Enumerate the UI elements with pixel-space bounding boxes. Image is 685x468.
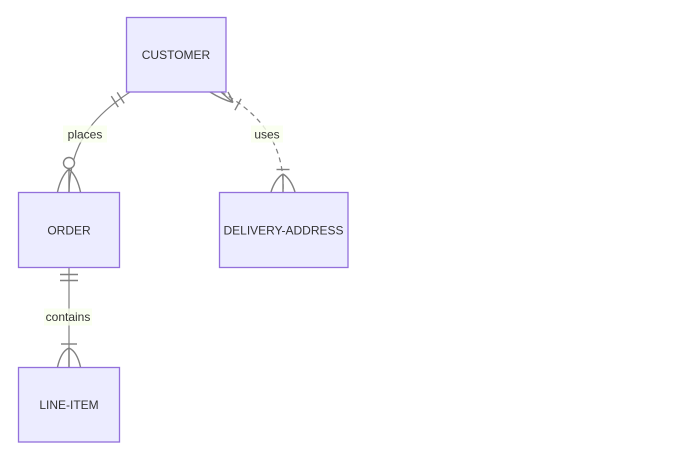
entity-line-item: LINE-ITEM: [17, 366, 121, 443]
places-exactly-one-marker: [110, 92, 125, 108]
entity-line-item-label: LINE-ITEM: [39, 398, 98, 412]
entity-delivery-address-box: [218, 191, 349, 269]
entity-order-box: [17, 191, 121, 269]
entity-delivery-address: DELIVERY-ADDRESS: [218, 191, 349, 269]
places-label: places: [68, 128, 103, 142]
entity-customer-box: [125, 16, 227, 93]
contains-label: contains: [46, 310, 91, 324]
entity-customer-label: CUSTOMER: [142, 48, 211, 62]
relationship-uses: uses: [209, 91, 296, 193]
entity-line-item-box: [17, 366, 121, 443]
uses-crowfoot-address-marker: [270, 173, 296, 193]
places-zero-circle-marker: [62, 156, 76, 170]
uses-crowfoot-customer-marker: [209, 91, 234, 104]
entity-customer: CUSTOMER: [125, 16, 227, 93]
uses-one-tick-customer-marker: [234, 98, 242, 111]
contains-crowfoot-marker: [56, 347, 82, 368]
uses-label: uses: [254, 128, 279, 142]
relationship-contains: contains: [44, 267, 92, 368]
contains-label-background: [44, 308, 92, 326]
places-label-background: [63, 125, 107, 143]
entity-delivery-address-label: DELIVERY-ADDRESS: [223, 224, 343, 238]
uses-label-background: [251, 125, 283, 143]
contains-exactly-one-marker: [60, 273, 78, 282]
relationship-places: places: [56, 91, 131, 193]
entity-order-label: ORDER: [47, 224, 91, 238]
places-crowfoot-marker: [56, 168, 82, 193]
entity-order: ORDER: [17, 191, 121, 269]
